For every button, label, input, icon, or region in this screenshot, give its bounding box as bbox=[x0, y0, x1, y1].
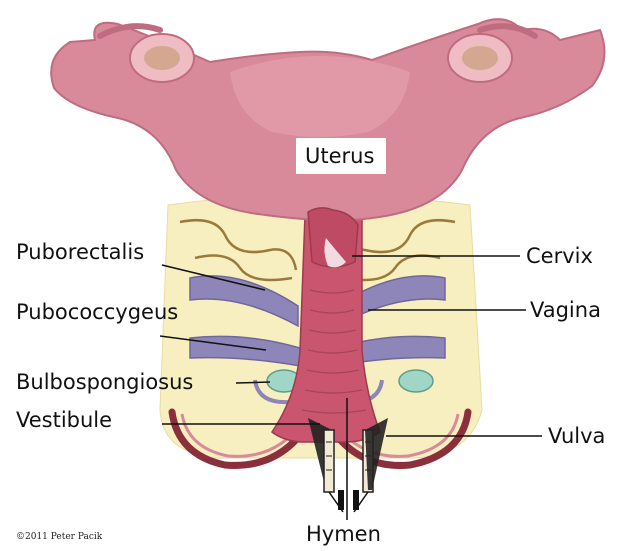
copyright-notice: ©2011 Peter Pacik bbox=[16, 532, 102, 542]
pubococcygeus-label: Pubococcygeus bbox=[16, 302, 178, 323]
vagina-label: Vagina bbox=[530, 300, 601, 321]
vestibule-label: Vestibule bbox=[16, 410, 112, 431]
cervix-label: Cervix bbox=[526, 246, 593, 267]
puborectalis-label: Puborectalis bbox=[16, 242, 144, 263]
bulbospongiosus-label: Bulbospongiosus bbox=[16, 372, 193, 393]
bulbospongiosus-leader bbox=[236, 382, 270, 383]
hymen-label: Hymen bbox=[306, 524, 381, 545]
uterus-label: Uterus bbox=[305, 146, 374, 167]
vulva-label: Vulva bbox=[548, 426, 605, 447]
